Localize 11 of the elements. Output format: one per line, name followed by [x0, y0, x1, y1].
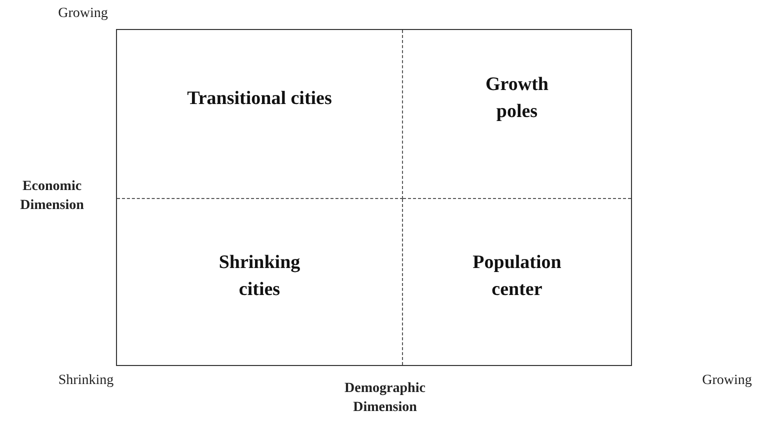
- axis-title: Demographic Dimension: [344, 380, 426, 417]
- quadrant-label: Transitional cities: [187, 86, 332, 111]
- quadrant-label: Growth poles: [484, 73, 550, 124]
- axis-end-label: Growing: [57, 5, 109, 23]
- axis-title: Economic Dimension: [19, 178, 85, 215]
- quadrant-label: Population center: [472, 251, 562, 302]
- axis-end-label: Shrinking: [57, 372, 115, 390]
- quadrant-frame: [116, 29, 632, 366]
- axis-end-label: Growing: [701, 372, 753, 390]
- quadrant: [117, 30, 403, 199]
- quadrant-label: Shrinking cities: [218, 251, 302, 302]
